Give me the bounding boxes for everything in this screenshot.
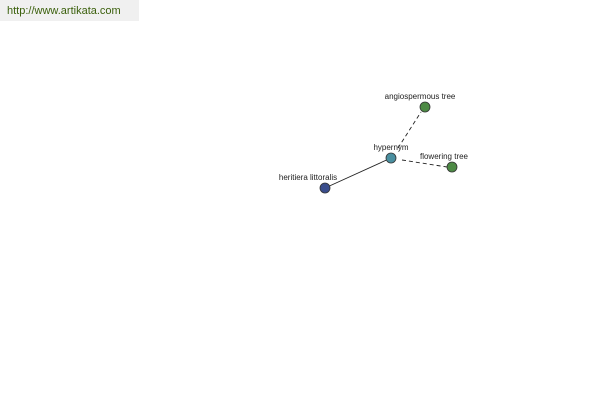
label-heritiera-littoralis: heritiera littoralis	[279, 173, 337, 182]
edge-hypernym-flowering	[401, 159, 448, 168]
label-flowering-tree: flowering tree	[420, 152, 469, 161]
site-link[interactable]: http://www.artikata.com	[7, 5, 121, 17]
label-angiospermous-tree: angiospermous tree	[385, 92, 456, 101]
edge-hypernym-angiospermous	[397, 111, 422, 149]
label-hypernym: hypernym	[373, 143, 408, 152]
edge-heritiera-hypernym	[324, 157, 392, 189]
node-angiospermous-tree[interactable]	[419, 101, 431, 113]
url-bar: http://www.artikata.com	[0, 0, 139, 21]
node-flowering-tree[interactable]	[446, 161, 458, 173]
node-hypernym[interactable]	[385, 152, 397, 164]
node-heritiera-littoralis[interactable]	[319, 182, 331, 194]
